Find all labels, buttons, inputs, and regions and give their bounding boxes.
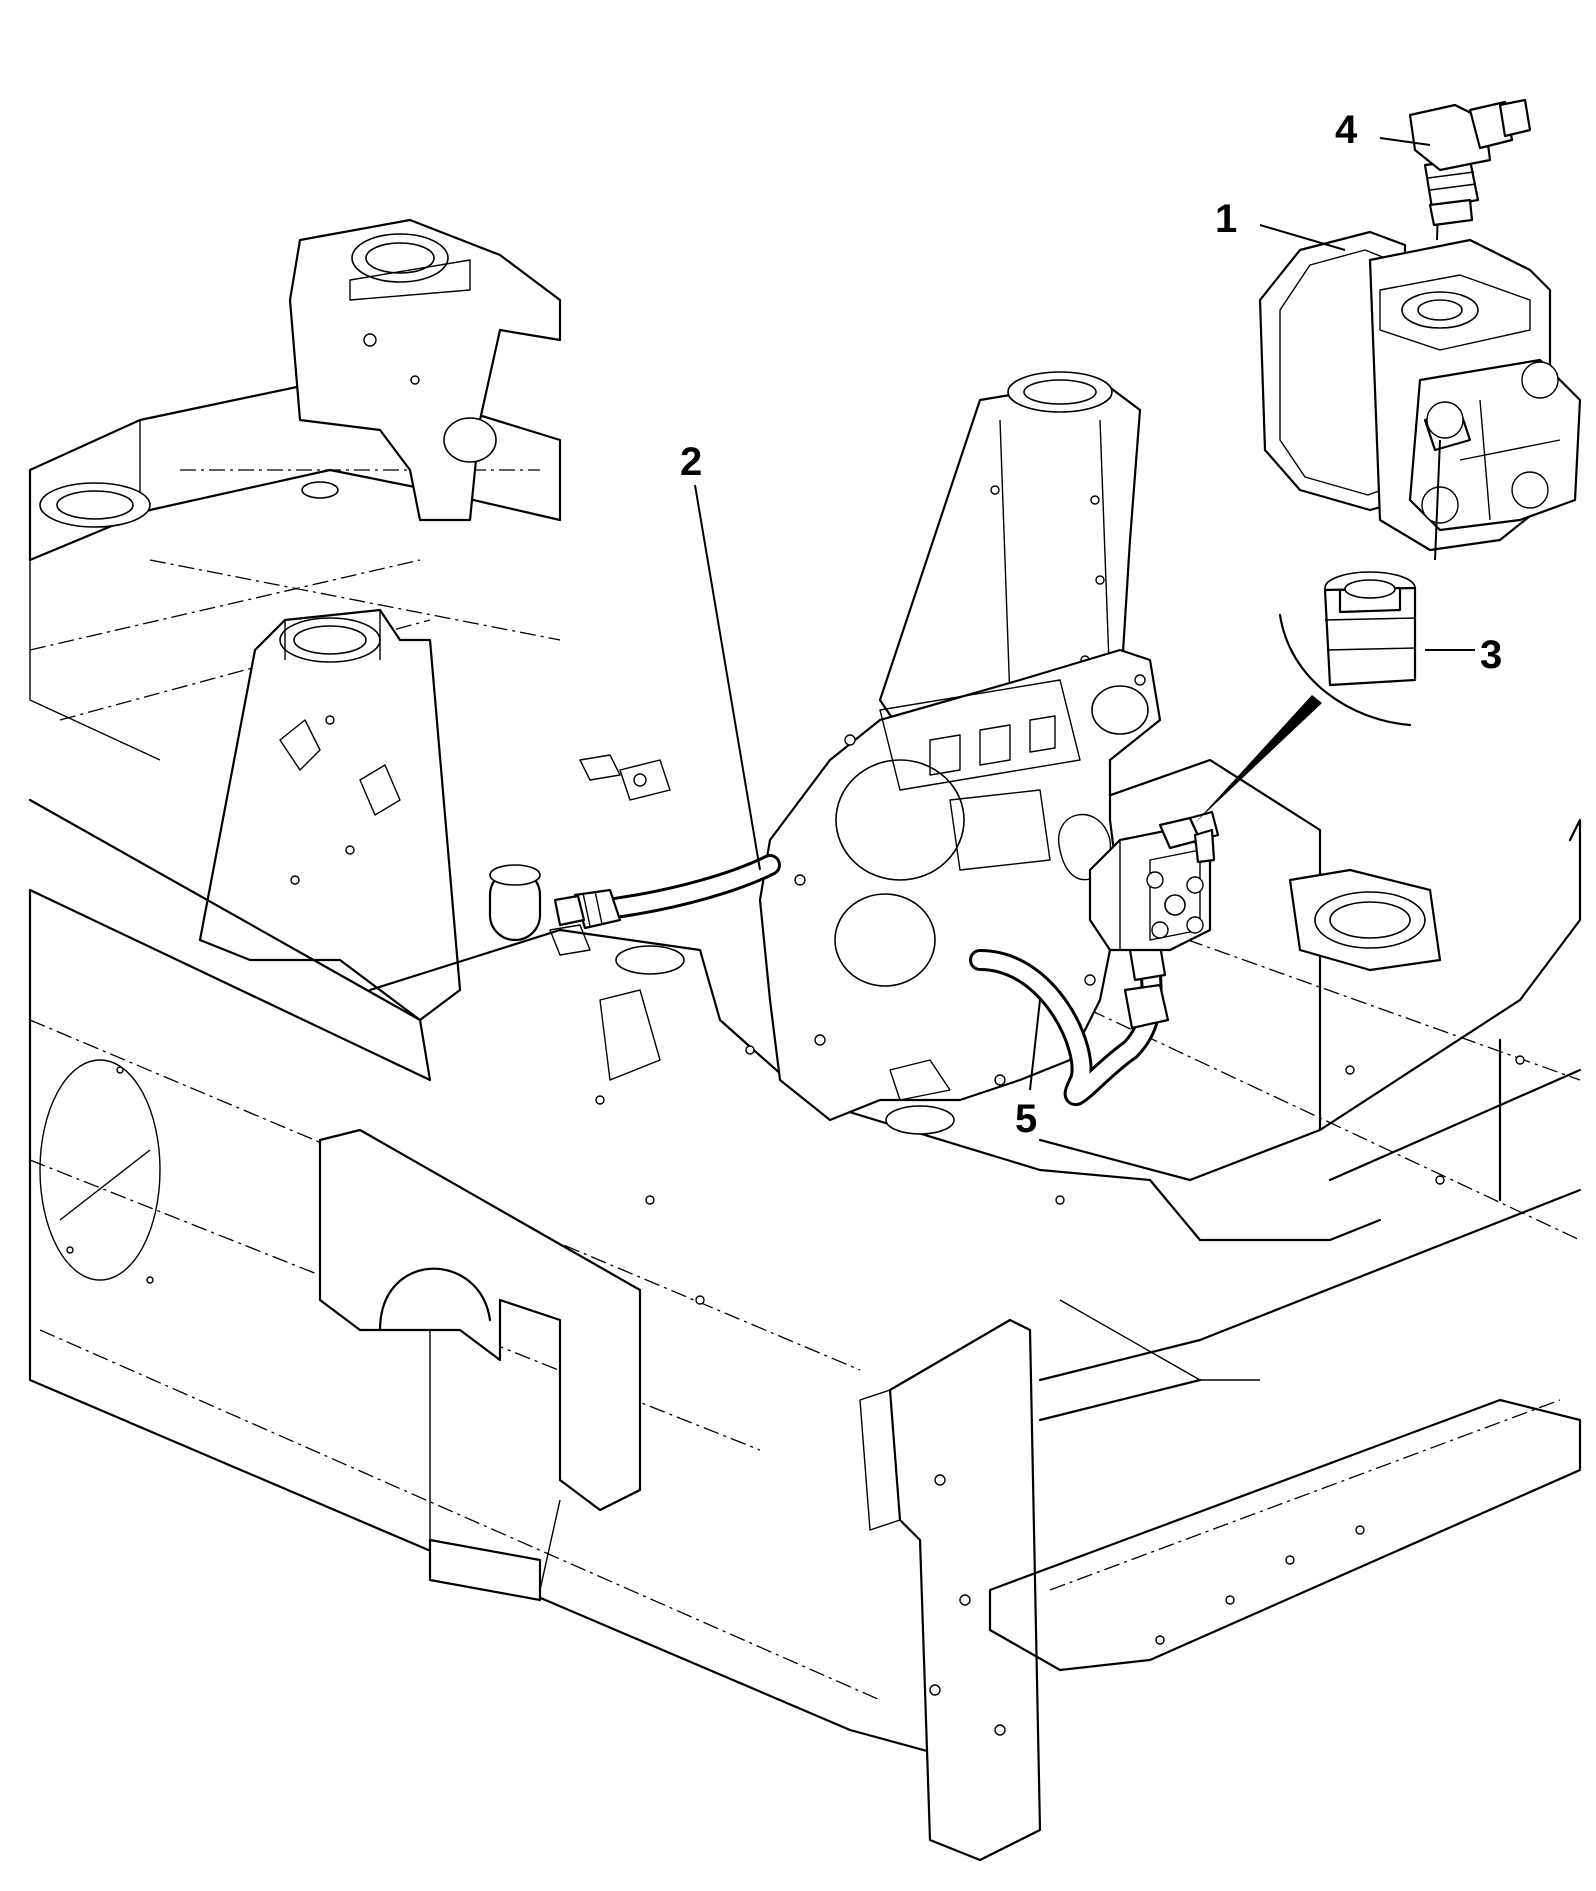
leader-lines: [694, 137, 1475, 1091]
fitting-elbow: [1408, 98, 1532, 227]
callout-5: 5: [1015, 1097, 1037, 1141]
callout-4: 4: [1335, 108, 1358, 152]
detail-pointer: [1195, 613, 1412, 823]
hoses: [553, 854, 1170, 1106]
exploded-pump: [1258, 149, 1582, 561]
fitting-adapter: [1323, 571, 1417, 687]
callout-1: 1: [1215, 197, 1237, 241]
chassis-frame: [28, 218, 1582, 1862]
installed-pump: [1088, 810, 1220, 952]
callout-3: 3: [1480, 633, 1502, 677]
callout-2: 2: [680, 440, 702, 484]
callout-labels: 1 2 3 4 5: [680, 108, 1502, 1141]
